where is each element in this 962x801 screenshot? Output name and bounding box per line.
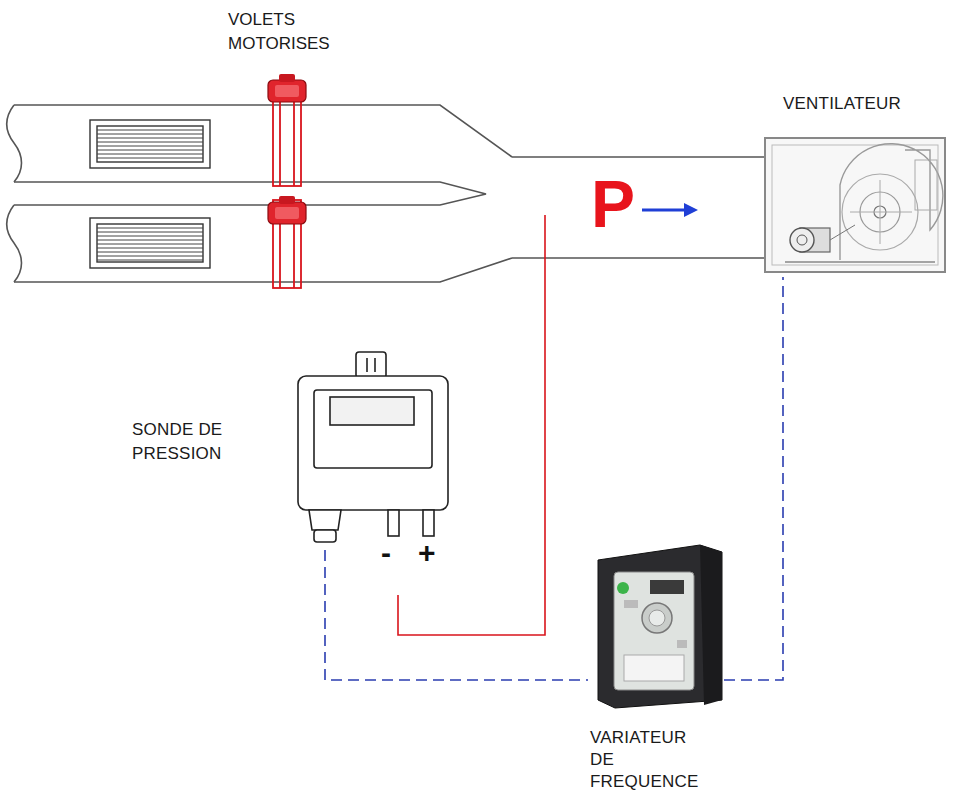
frequency-drive bbox=[598, 545, 722, 708]
grille bbox=[90, 218, 210, 268]
frequency-drive-label: VARIATEUR DE FREQUENCE bbox=[588, 543, 724, 795]
duct-wall bbox=[14, 105, 512, 157]
duct-end bbox=[7, 105, 22, 182]
grille-slat bbox=[97, 134, 203, 135]
grille-slat bbox=[97, 228, 203, 229]
signal-wire bbox=[724, 277, 783, 680]
grille-slat bbox=[97, 130, 203, 131]
part-name: VOLETS MOTORISES bbox=[228, 8, 330, 56]
grille-slat bbox=[97, 232, 203, 233]
duct-end bbox=[7, 205, 22, 282]
port-sign: - bbox=[381, 536, 391, 570]
grille-slat bbox=[97, 240, 203, 241]
grille-slat bbox=[97, 142, 203, 143]
fan-unit-label: VENTILATEUR bbox=[762, 90, 962, 277]
signal-wire bbox=[325, 550, 588, 680]
grille-slat bbox=[97, 256, 203, 257]
damper-motor bbox=[268, 74, 306, 224]
grille-slat bbox=[97, 236, 203, 237]
duct-wall bbox=[14, 258, 512, 282]
grille bbox=[97, 126, 203, 162]
damper-frame bbox=[273, 100, 301, 186]
damper-frame bbox=[273, 200, 301, 288]
grille bbox=[97, 224, 203, 262]
grille-slat bbox=[97, 260, 203, 261]
node-label: VARIATEUR DE FREQUENCE bbox=[590, 727, 699, 793]
duct-wall bbox=[512, 157, 765, 258]
port-sign: + bbox=[418, 536, 436, 570]
grille-slat bbox=[97, 146, 203, 147]
flow-arrow bbox=[642, 203, 698, 217]
grille bbox=[90, 120, 210, 168]
pressure-sensor-label: SONDE DE PRESSION bbox=[128, 350, 450, 550]
pressure-symbol: P bbox=[591, 166, 635, 242]
node-label: VENTILATEUR bbox=[783, 92, 962, 116]
grille-slat bbox=[97, 158, 203, 159]
grille-slat bbox=[97, 138, 203, 139]
grille-slat bbox=[97, 150, 203, 151]
fan-unit bbox=[765, 138, 945, 272]
grille-slat bbox=[97, 248, 203, 249]
grille-slat bbox=[97, 252, 203, 253]
duct-wall bbox=[14, 182, 486, 205]
grille-slat bbox=[97, 154, 203, 155]
grille-slat bbox=[97, 244, 203, 245]
pressure-sensor bbox=[298, 352, 448, 542]
node-label: SONDE DE PRESSION bbox=[132, 418, 252, 466]
